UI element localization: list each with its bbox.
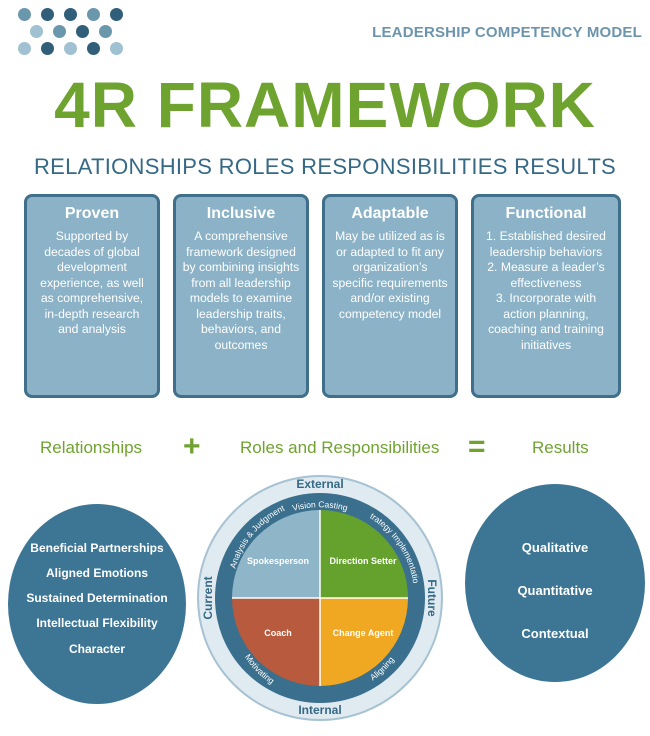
card-functional: Functional 1. Established desired leader… bbox=[471, 194, 621, 398]
page-title: 4R FRAMEWORK bbox=[54, 69, 596, 141]
equation-relationships: Relationships bbox=[40, 438, 143, 457]
card-heading: Inclusive bbox=[206, 205, 276, 222]
card-line: 2. Measure a leader’s effectiveness bbox=[487, 260, 605, 290]
relationship-item: Sustained Determination bbox=[26, 591, 168, 605]
logo-dots bbox=[12, 6, 132, 56]
card-adaptable: Adaptable May be utilized as is or adapt… bbox=[322, 194, 458, 398]
result-item: Qualitative bbox=[521, 540, 589, 555]
quadrant-label-spokesperson: Spokesperson bbox=[247, 556, 309, 566]
quadrant-label-coach: Coach bbox=[264, 628, 292, 638]
results-circle: Qualitative Quantitative Contextual bbox=[465, 484, 645, 682]
card-heading: Adaptable bbox=[351, 205, 429, 222]
card-proven: Proven Supported by decades of global de… bbox=[24, 194, 160, 398]
relationship-item: Intellectual Flexibility bbox=[36, 616, 158, 630]
card-line: 3. Incorporate with action planning, coa… bbox=[488, 291, 604, 352]
quadrant-direction-setter bbox=[320, 510, 408, 598]
quadrant-label-change-agent: Change Agent bbox=[333, 628, 394, 638]
plus-sign: + bbox=[183, 430, 201, 463]
equals-sign: = bbox=[468, 430, 486, 463]
relationship-item: Beneficial Partnerships bbox=[30, 541, 164, 555]
result-item: Quantitative bbox=[517, 583, 593, 598]
quadrant-change-agent bbox=[320, 598, 408, 686]
quadrant-spokesperson bbox=[232, 510, 320, 598]
quadrant-label-direction-setter: Direction Setter bbox=[329, 556, 397, 566]
card-heading: Proven bbox=[64, 205, 120, 222]
compass-future: Future bbox=[425, 579, 439, 617]
compass-current: Current bbox=[201, 576, 215, 619]
card-heading: Functional bbox=[505, 205, 587, 222]
card-body: A comprehensive framework designed by co… bbox=[182, 229, 300, 352]
feature-cards: Proven Supported by decades of global de… bbox=[24, 194, 624, 400]
equation-roles: Roles and Responsibilities bbox=[240, 438, 440, 457]
card-body: May be utilized as is or adapted to fit … bbox=[332, 229, 448, 321]
relationship-item: Character bbox=[68, 642, 126, 656]
quadrant-coach bbox=[232, 598, 320, 686]
relationship-item: Aligned Emotions bbox=[46, 566, 148, 580]
card-body: Supported by decades of global developme… bbox=[40, 229, 144, 336]
compass-external: External bbox=[296, 477, 343, 491]
compass-internal: Internal bbox=[298, 703, 341, 717]
card-inclusive: Inclusive A comprehensive framework desi… bbox=[173, 194, 309, 398]
header-label: LEADERSHIP COMPETENCY MODEL bbox=[372, 24, 642, 41]
page-subtitle: RELATIONSHIPS ROLES RESPONSIBILITIES RES… bbox=[33, 154, 617, 179]
card-line: 1. Established desired leadership behavi… bbox=[486, 229, 606, 259]
relationships-circle: Beneficial Partnerships Aligned Emotions… bbox=[8, 504, 186, 704]
result-item: Contextual bbox=[521, 626, 589, 641]
equation-results: Results bbox=[532, 438, 589, 457]
